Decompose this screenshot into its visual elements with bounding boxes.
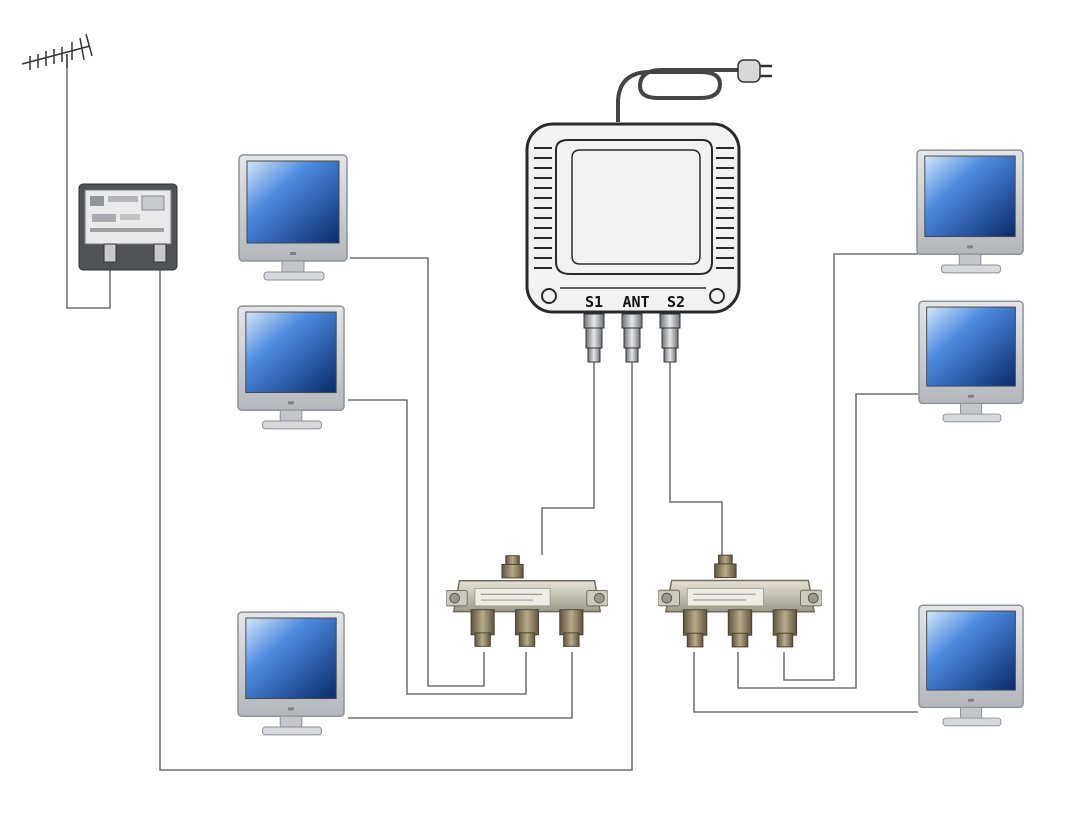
yagi-antenna-icon — [21, 33, 93, 70]
s2-to-right-splitter-cable — [669, 362, 723, 555]
left-splitter-to-tv3-cable — [348, 652, 573, 719]
output-connector-ant — [621, 313, 643, 363]
left-splitter-icon — [446, 554, 608, 648]
tv-monitor-icon-right-bottom — [918, 604, 1024, 727]
power-plug-icon — [737, 59, 772, 83]
output-label-s2: S2 — [667, 293, 685, 311]
right-splitter-to-tv5-cable — [737, 393, 918, 689]
tv-monitor-icon-right-middle — [918, 300, 1024, 423]
coax-cables — [66, 62, 918, 771]
antenna-cable — [66, 62, 111, 309]
tv-monitor-icon-right-top — [916, 149, 1024, 274]
tv-monitor-icon-left-top — [238, 154, 348, 281]
right-splitter-icon — [658, 554, 822, 648]
s1-to-left-splitter-cable — [541, 362, 595, 555]
tv-monitor-icon-left-middle — [237, 305, 345, 430]
left-splitter-to-tv2-cable — [348, 399, 527, 695]
output-connector-s1 — [583, 313, 605, 363]
output-label-s1: S1 — [585, 293, 603, 311]
wall-socket-panel-icon — [78, 183, 178, 271]
right-splitter-to-tv6-cable — [693, 652, 918, 713]
power-cable — [616, 68, 740, 122]
right-splitter-to-tv4-cable — [783, 253, 918, 681]
rf-modulator-icon: S1 ANT S2 — [525, 59, 772, 363]
output-label-ant: ANT — [622, 293, 649, 311]
tv-monitor-icon-left-bottom — [237, 611, 345, 736]
output-connector-s2 — [659, 313, 681, 363]
left-splitter-to-tv1-cable — [350, 257, 485, 687]
wall-to-ant-cable — [159, 262, 633, 771]
